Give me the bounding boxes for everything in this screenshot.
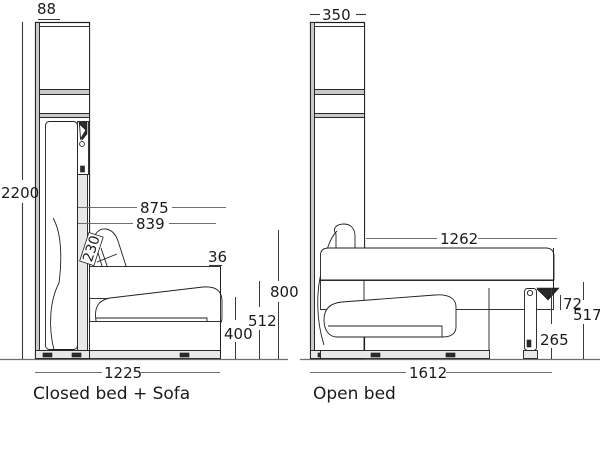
dimension-72: 72 (560, 295, 582, 313)
dimension-230-label: 230 (80, 234, 103, 264)
caption-open-bed: Open bed (313, 384, 396, 404)
dimension-2200-label: 2200 (1, 184, 39, 202)
dimension-72-label: 72 (563, 295, 582, 313)
dimension-839: 839 (78, 215, 216, 233)
dimension-265: 265 (540, 288, 569, 359)
dimension-512-label: 512 (248, 312, 277, 330)
dimension-2200: 2200 (1, 22, 39, 359)
mattress-open (320, 247, 555, 359)
dimension-400-label: 400 (224, 325, 253, 343)
dimension-265-label: 265 (540, 331, 569, 349)
dimension-512: 512 (248, 281, 277, 359)
dimension-517-label: 517 (573, 306, 600, 324)
dimension-1612-label: 1612 (409, 364, 447, 382)
dimension-88: 88 (37, 0, 60, 21)
dimension-839-label: 839 (136, 215, 165, 233)
dimension-230: 230 (79, 231, 104, 267)
dimension-350-label: 350 (322, 6, 351, 24)
dimension-1612: 1612 (310, 364, 552, 382)
dimension-875-label: 875 (140, 199, 169, 217)
dimension-400: 400 (224, 297, 253, 359)
view-closed-bed: 88 2200 875 839 230 (0, 0, 299, 404)
dimension-36-label: 36 (208, 248, 227, 266)
dimension-875: 875 (78, 199, 226, 217)
dimension-1262: 1262 (366, 230, 557, 248)
dimension-800-label: 800 (270, 283, 299, 301)
dimension-800: 800 (270, 230, 299, 359)
dimension-1225-label: 1225 (104, 364, 142, 382)
view-open-bed: 350 1262 72 265 517 1612 (300, 6, 600, 404)
dimension-1225: 1225 (35, 364, 220, 382)
dimension-1262-label: 1262 (440, 230, 478, 248)
caption-closed-bed: Closed bed + Sofa (33, 384, 190, 404)
cabinet-closed (34, 21, 91, 360)
dimension-350: 350 (310, 6, 366, 24)
dimension-36: 36 (208, 248, 227, 267)
sofa-closed (89, 228, 223, 359)
dimension-517: 517 (573, 282, 600, 359)
dimension-88-label: 88 (37, 0, 56, 18)
